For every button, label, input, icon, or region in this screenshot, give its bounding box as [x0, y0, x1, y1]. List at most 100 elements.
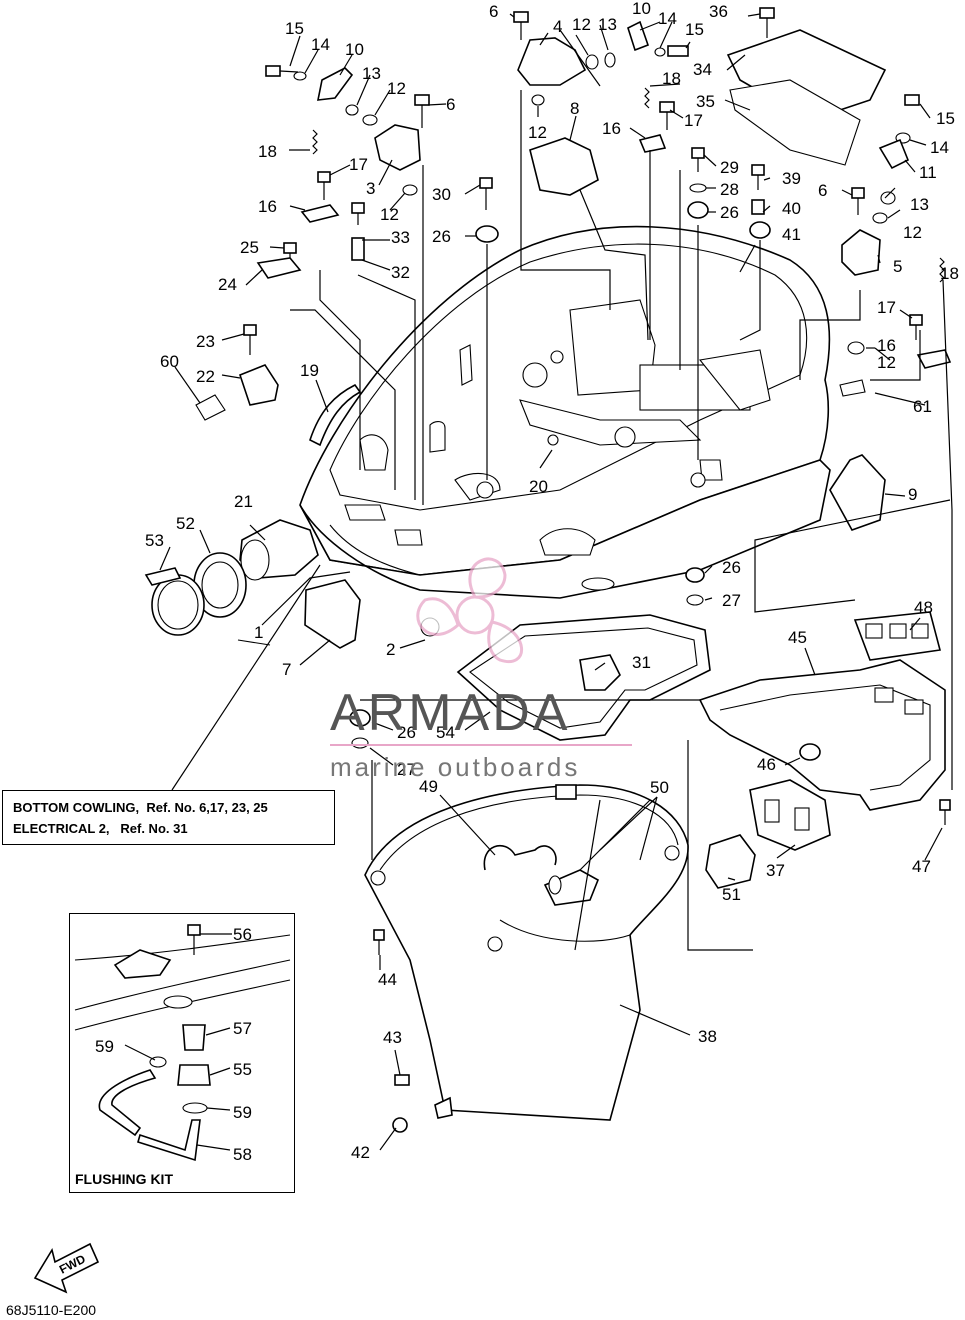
callout-61: 61 — [913, 397, 932, 416]
watermark-divider — [330, 744, 632, 746]
callout-15: 15 — [285, 19, 304, 38]
callout-52: 52 — [176, 514, 195, 533]
callout-40: 40 — [782, 199, 801, 218]
callout-58: 58 — [233, 1145, 252, 1164]
callout-59: 59 — [233, 1103, 252, 1122]
callout-16: 16 — [877, 336, 896, 355]
callout-10: 10 — [345, 40, 364, 59]
flushing-kit-title: FLUSHING KIT — [75, 1171, 173, 1187]
callout-29: 29 — [720, 158, 739, 177]
callout-13: 13 — [598, 15, 617, 34]
leader-lines — [159, 13, 953, 1151]
callout-23: 23 — [196, 332, 215, 351]
callout-labels: 15 14 10 13 12 6 18 17 3 12 16 33 32 25 … — [95, 0, 959, 1164]
callout-21: 21 — [234, 492, 253, 511]
callout-4: 4 — [553, 17, 562, 36]
callout-14: 14 — [311, 35, 330, 54]
callout-18: 18 — [940, 264, 959, 283]
callout-51: 51 — [722, 885, 741, 904]
callout-24: 24 — [218, 275, 237, 294]
callout-30: 30 — [432, 185, 451, 204]
callout-2: 2 — [386, 640, 395, 659]
callout-54: 54 — [436, 723, 455, 742]
callout-49: 49 — [419, 777, 438, 796]
callout-11: 11 — [919, 163, 937, 182]
mount-bracket — [698, 611, 951, 851]
callout-13: 13 — [362, 64, 381, 83]
center-small-parts — [349, 434, 705, 749]
callout-18: 18 — [258, 142, 277, 161]
callout-33: 33 — [391, 228, 410, 247]
note-line-electrical: ELECTRICAL 2, Ref. No. 31 — [13, 821, 188, 836]
callout-17: 17 — [349, 155, 368, 174]
callout-12: 12 — [877, 353, 896, 372]
callout-22: 22 — [196, 367, 215, 386]
top-center-parts — [513, 11, 689, 196]
callout-19: 19 — [300, 361, 319, 380]
callout-26: 26 — [722, 558, 741, 577]
callout-53: 53 — [145, 531, 164, 550]
watermark-tagline: marine outboards — [330, 752, 581, 782]
callout-26: 26 — [720, 203, 739, 222]
callout-44: 44 — [378, 970, 397, 989]
callout-26: 26 — [397, 723, 416, 742]
callout-17: 17 — [877, 298, 896, 317]
callout-38: 38 — [698, 1027, 717, 1046]
callout-8: 8 — [570, 99, 579, 118]
callout-12: 12 — [380, 205, 399, 224]
callout-5: 5 — [893, 257, 902, 276]
callout-41: 41 — [782, 225, 801, 244]
watermark-brand: ARMADA — [330, 684, 571, 742]
callout-16: 16 — [258, 197, 277, 216]
callout-56: 56 — [233, 925, 252, 944]
callout-15: 15 — [936, 109, 955, 128]
callout-31: 31 — [632, 653, 651, 672]
callout-46: 46 — [757, 755, 776, 774]
callout-28: 28 — [720, 180, 739, 199]
callout-35: 35 — [696, 92, 715, 111]
callout-12: 12 — [572, 15, 591, 34]
callout-9: 9 — [908, 485, 917, 504]
callout-17: 17 — [684, 111, 703, 130]
grommet-and-bands — [144, 519, 361, 649]
callout-15: 15 — [685, 20, 704, 39]
callout-43: 43 — [383, 1028, 402, 1047]
callout-12: 12 — [903, 223, 922, 242]
callout-14: 14 — [930, 138, 949, 157]
callout-6: 6 — [446, 95, 455, 114]
callout-42: 42 — [351, 1143, 370, 1162]
flushing-kit-parts — [74, 924, 291, 1162]
callout-13: 13 — [910, 195, 929, 214]
callout-50: 50 — [650, 778, 669, 797]
callout-55: 55 — [233, 1060, 252, 1079]
callout-25: 25 — [240, 238, 259, 257]
top-left-parts — [195, 65, 430, 447]
callout-27: 27 — [722, 591, 741, 610]
callout-45: 45 — [788, 628, 807, 647]
callout-1: 1 — [254, 623, 263, 642]
callout-12: 12 — [528, 123, 547, 142]
callout-10: 10 — [632, 0, 651, 18]
callout-14: 14 — [658, 9, 677, 28]
callout-59: 59 — [95, 1037, 114, 1056]
top-right-parts — [475, 7, 952, 531]
callout-16: 16 — [602, 119, 621, 138]
callout-6: 6 — [489, 2, 498, 21]
reference-note-box: BOTTOM COWLING, Ref. No. 6,17, 23, 25 EL… — [2, 790, 335, 845]
callout-57: 57 — [233, 1019, 252, 1038]
fwd-direction-arrow: FWD — [33, 1242, 100, 1294]
figure-code: 68J5110-E200 — [6, 1302, 97, 1318]
apron — [364, 784, 756, 1133]
callout-37: 37 — [766, 861, 785, 880]
bottom-cowling — [299, 225, 831, 637]
callout-12: 12 — [387, 79, 406, 98]
callout-39: 39 — [782, 169, 801, 188]
callout-32: 32 — [391, 263, 410, 282]
callout-27: 27 — [397, 760, 416, 779]
callout-48: 48 — [914, 598, 933, 617]
callout-3: 3 — [366, 179, 375, 198]
callout-18: 18 — [662, 69, 681, 88]
flushing-kit-inset — [69, 913, 295, 1193]
callout-47: 47 — [912, 857, 931, 876]
callout-6: 6 — [818, 181, 827, 200]
